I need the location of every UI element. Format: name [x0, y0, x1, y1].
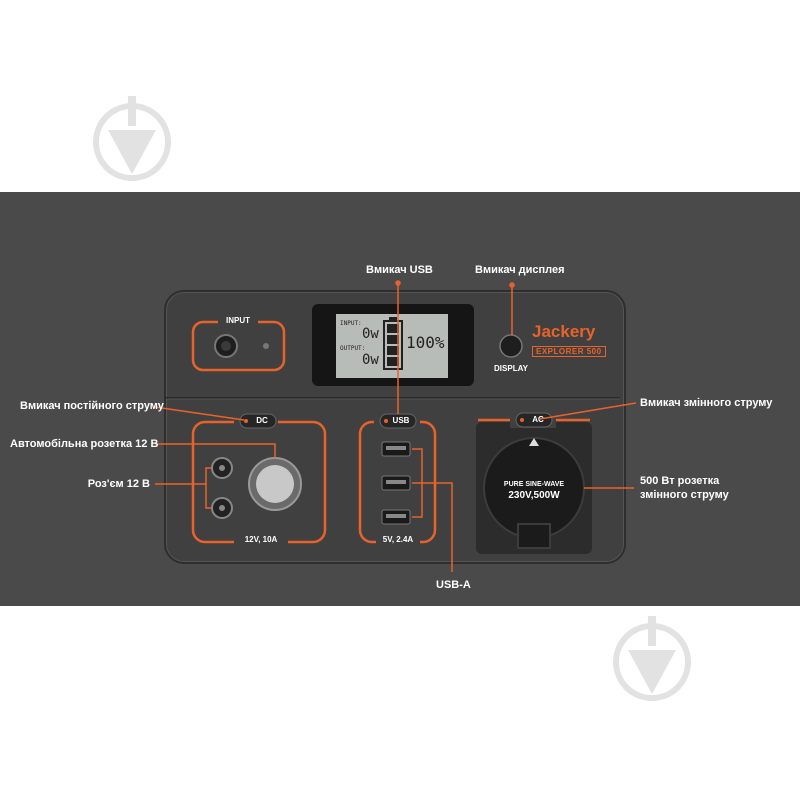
- power-button-icon: [499, 334, 523, 358]
- input-label: INPUT: [226, 316, 250, 325]
- display-label: DISPLAY: [494, 364, 528, 373]
- usb-rating: 5V, 2.4A: [382, 535, 414, 544]
- display-switch-callout: Вмикач дисплея: [475, 264, 565, 276]
- ac-spec-line1: PURE SINE-WAVE: [503, 481, 565, 488]
- ac-outlet-callout-line2: змінного струму: [640, 489, 729, 501]
- connector-12v-callout: Роз'єм 12 В: [87, 478, 150, 490]
- dc-button: [239, 413, 277, 429]
- usb-button-label[interactable]: USB: [392, 416, 410, 425]
- dc-rating: 12V, 10A: [244, 535, 278, 544]
- input-port-frame: [191, 320, 286, 372]
- ac-switch-callout: Вмикач змінного струму: [640, 397, 773, 409]
- lcd-input-value: 0w: [362, 326, 379, 342]
- car-socket-callout: Автомобільна розетка 12 В: [10, 438, 159, 450]
- usb-switch-callout: Вмикач USB: [366, 264, 433, 276]
- dc-switch-callout: Вмикач постійного струму: [20, 400, 164, 412]
- watermark-arrow-icon: [93, 96, 171, 181]
- watermark-arrow-icon: [613, 616, 691, 701]
- lcd-battery-percent: 100%: [406, 333, 445, 352]
- ac-button-label[interactable]: AC: [532, 415, 544, 424]
- lcd-output-value: 0w: [362, 352, 379, 368]
- ac-button: [515, 412, 553, 428]
- dc-button-label[interactable]: DC: [256, 416, 268, 425]
- lcd-input-label: INPUT:: [340, 320, 362, 327]
- ac-spec-line2: 230V,500W: [508, 490, 560, 501]
- model-label: EXPLORER 500: [532, 346, 606, 357]
- usb-a-callout: USB-A: [436, 579, 471, 591]
- ac-outlet-callout-line1: 500 Вт розетка: [640, 475, 720, 487]
- brand-logo: Jackery: [532, 322, 596, 341]
- lcd-output-label: OUTPUT:: [340, 345, 366, 352]
